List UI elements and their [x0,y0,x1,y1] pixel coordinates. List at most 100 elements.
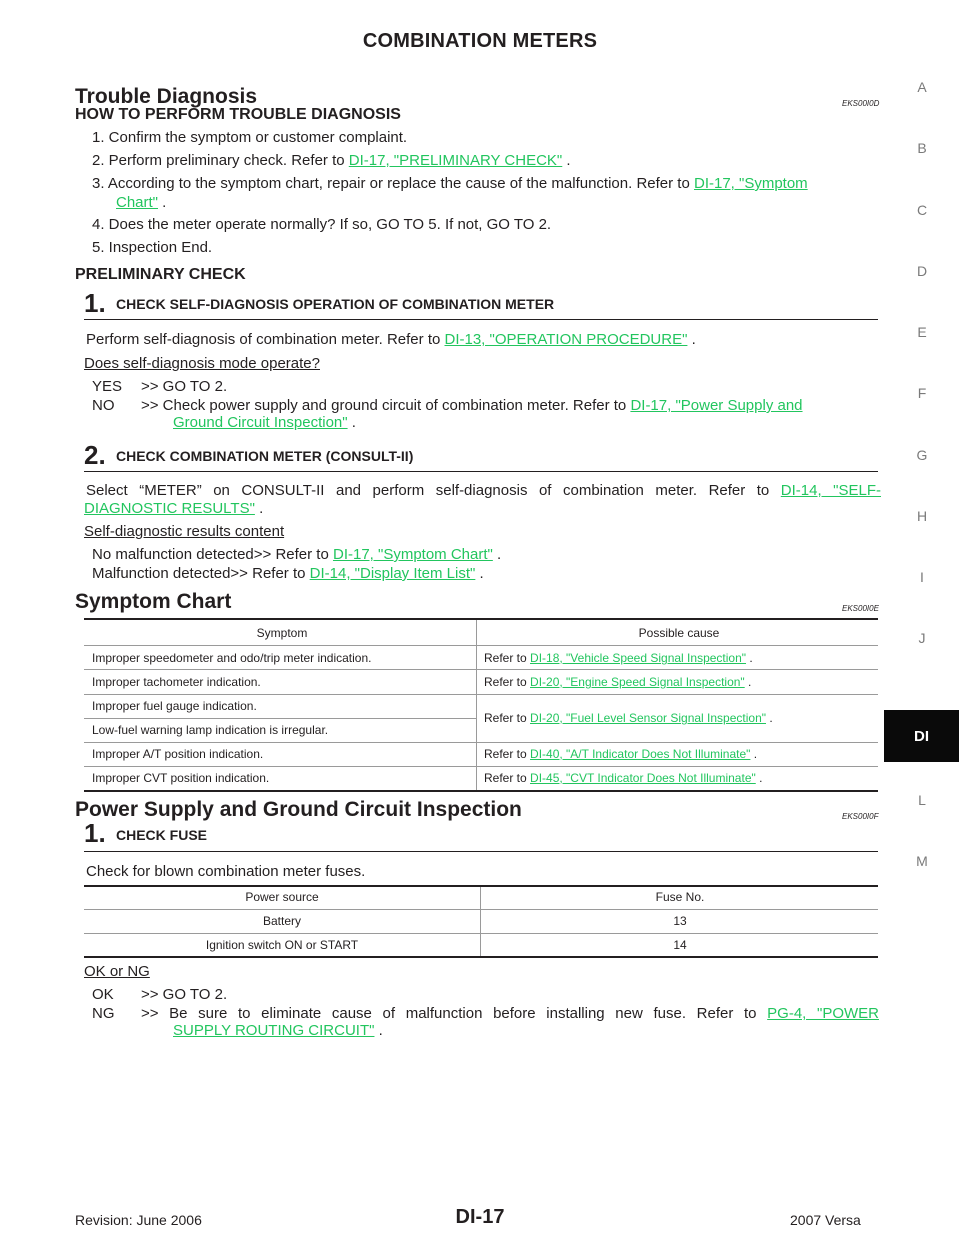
link-symptom-chart-cont[interactable]: Chart" [116,194,159,211]
table-cell-power-source: Battery [262,914,301,928]
table-cell-symptom: Low-fuel warning lamp indication is irre… [92,723,329,737]
footer-page-number: DI-17 [455,1206,505,1228]
footer-revision: Revision: June 2006 [75,1212,202,1228]
link-self-diagnostic[interactable]: DI-14, "SELF- [780,482,881,499]
sidebar-letter-l[interactable]: L [918,792,926,808]
link-preliminary-check[interactable]: DI-17, "PRELIMINARY CHECK" [348,152,563,169]
table-cell-cause: Refer to DI-18, "Vehicle Speed Signal In… [484,651,753,666]
cell-text: Refer to [484,747,531,761]
cell-text: . [755,771,763,785]
sidebar-letter-m[interactable]: M [916,853,928,869]
section-code: EKS00I0F [842,812,879,821]
table-cell-cause: Refer to DI-20, "Engine Speed Signal Ins… [484,675,751,690]
cell-text: Refer to [484,771,531,785]
link-power-routing[interactable]: PG-4, "POWER [767,1005,879,1022]
cell-text: Refer to [484,651,531,665]
sidebar-letter-g[interactable]: G [916,447,928,463]
table-cell-symptom: Improper speedometer and odo/trip meter … [92,651,372,665]
table-cell-power-source: Ignition switch ON or START [205,938,359,952]
step-title: CHECK SELF-DIAGNOSIS OPERATION OF COMBIN… [116,296,555,312]
body-text: . [254,500,264,517]
link-diagnostic-results[interactable]: DIAGNOSTIC RESULTS" [84,500,255,517]
answer-ok-text: >> GO TO 2. [141,986,228,1003]
link-supply-routing-circuit[interactable]: SUPPLY ROUTING CIRCUIT" [173,1022,375,1039]
table-line [84,645,878,646]
answer-no-cont: Ground Circuit Inspection" . [173,413,356,432]
sidebar-tab-di-active[interactable]: DI [884,710,959,762]
section-title-symptom-chart: Symptom Chart [75,590,232,613]
step-line-3: 3. According to the symptom chart, repai… [92,174,882,193]
link-at-indicator[interactable]: DI-40, "A/T Indicator Does Not Illuminat… [530,747,751,761]
sidebar-letter-f[interactable]: F [917,385,927,401]
section-code: EKS00I0E [842,604,879,613]
step-body: Select “METER” on CONSULT-II and perform… [86,481,881,500]
body-text: . [374,1022,383,1039]
table-cell-symptom: Improper CVT position indication. [92,771,270,785]
step-title: CHECK FUSE [116,827,208,843]
table-line [84,718,476,719]
step-number: 1. [84,288,106,318]
step-body: Check for blown combination meter fuses. [86,863,366,880]
step-text: . [158,194,167,211]
link-display-item-list[interactable]: DI-14, "Display Item List" [309,565,476,582]
link-operation-procedure[interactable]: DI-13, "OPERATION PROCEDURE" [444,331,688,348]
sidebar-letter-d[interactable]: D [916,263,928,279]
page-header-title: COMBINATION METERS [362,30,598,52]
cell-text: . [746,651,753,665]
link-power-supply[interactable]: DI-17, "Power Supply and [630,397,803,414]
link-symptom-chart[interactable]: DI-17, "Symptom Chart" [332,546,493,563]
table-bottom-border [84,956,878,958]
sidebar-letter-h[interactable]: H [916,508,928,524]
link-engine-speed[interactable]: DI-20, "Engine Speed Signal Inspection" [530,675,745,689]
link-cvt-indicator[interactable]: DI-45, "CVT Indicator Does Not Illuminat… [530,771,756,785]
divider [84,851,878,852]
section-title-trouble-diagnosis: Trouble Diagnosis [75,85,258,108]
link-symptom-chart[interactable]: DI-17, "Symptom [693,175,808,192]
step-line-4: 4. Does the meter operate normally? If s… [92,216,552,233]
answer-yes-label: YES [92,378,123,395]
answer-no-text: >> Check power supply and ground circuit… [141,396,881,415]
cell-text: . [744,675,752,689]
table-line [84,766,878,767]
table-line [84,742,878,743]
step-body: Perform self-diagnosis of combination me… [86,330,696,349]
divider [84,471,878,472]
table-cell-symptom: Improper fuel gauge indication. [92,699,257,713]
body-text: . [492,546,502,563]
body-text: Select “METER” on CONSULT-II and perform… [86,482,781,499]
sidebar-letter-j[interactable]: J [918,630,926,646]
step-line-5: 5. Inspection End. [92,239,213,256]
body-text: Malfunction detected>> Refer to [92,565,310,582]
link-ground-circuit[interactable]: Ground Circuit Inspection" [173,414,348,431]
answer-no-label: NO [92,397,115,414]
step-text: 2. Perform preliminary check. Refer to [92,152,349,169]
sidebar-letter-i[interactable]: I [920,569,924,585]
table-line [84,909,878,910]
sidebar-letter-c[interactable]: C [916,202,928,218]
table-cell-cause: Refer to DI-40, "A/T Indicator Does Not … [484,747,757,762]
table-line [84,669,878,670]
table-header-fuse-no: Fuse No. [655,890,705,904]
step-line-3-cont: Chart" . [116,193,166,212]
answer-ng-cont: SUPPLY ROUTING CIRCUIT" . [173,1021,383,1040]
section-title-power-supply: Power Supply and Ground Circuit Inspecti… [75,798,522,821]
sidebar-letter-e[interactable]: E [917,324,927,340]
cell-text: Refer to [484,675,531,689]
section-code: EKS00I0D [842,99,880,108]
table-cell-cause: Refer to DI-45, "CVT Indicator Does Not … [484,771,762,786]
link-vehicle-speed[interactable]: DI-18, "Vehicle Speed Signal Inspection" [530,651,747,665]
subsection-title: HOW TO PERFORM TROUBLE DIAGNOSIS [75,106,401,123]
cell-text: Refer to [484,711,531,725]
sidebar-letter-a[interactable]: A [917,79,927,95]
sidebar-letter-b[interactable]: B [917,140,927,156]
result-line-1: No malfunction detected>> Refer to DI-17… [92,545,501,564]
table-header-symptom: Symptom [256,626,308,640]
link-fuel-level[interactable]: DI-20, "Fuel Level Sensor Signal Inspect… [530,711,767,725]
table-top-border [84,618,878,620]
table-column-divider [480,887,481,958]
body-text: . [347,414,356,431]
step-number: 2. [84,440,106,470]
answer-yes-text: >> GO TO 2. [141,378,228,395]
step-number: 1. [84,818,106,848]
cell-text: . [766,711,773,725]
